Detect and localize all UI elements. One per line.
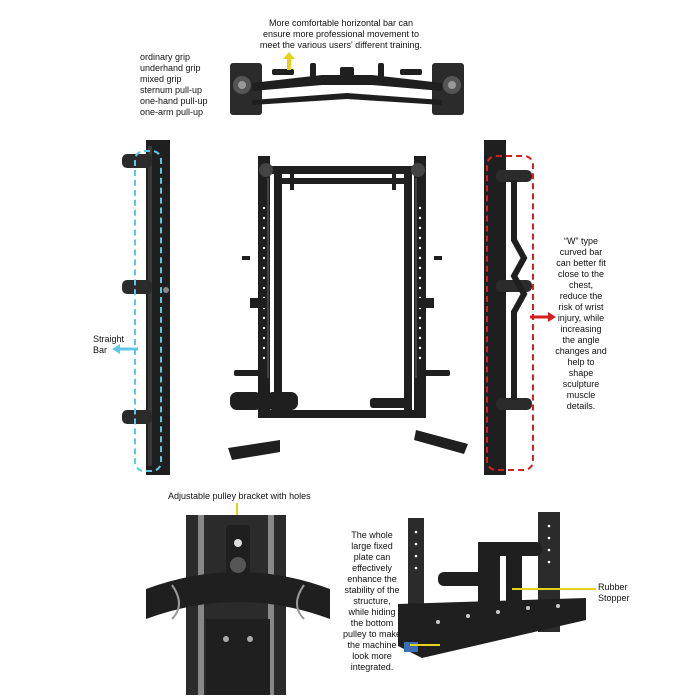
plate-label-line: the bottom [350,618,394,628]
fixed-plate-image [398,512,588,672]
power-rack-image [220,148,470,466]
w-bar-label-line: details. [566,401,596,411]
w-bar-label-line: changes and [555,346,607,356]
plate-label-line: plate can [353,552,391,562]
plate-label: The whole large fixed plate can effectiv… [332,530,412,673]
grip-item: ordinary grip [140,52,191,62]
plate-label-line: large fixed [351,541,393,551]
w-bar-label-line: muscle [566,390,596,400]
up-arrow-icon [283,52,295,70]
plate-arrow-icon [410,643,440,647]
plate-label-line: look more [352,651,392,661]
plate-label-line: enhance the [347,574,397,584]
w-bar-label-line: “W” type [563,236,598,246]
w-bar-label-line: can better fit [556,258,606,268]
w-bar-label-line: close to the [557,269,605,279]
w-bar-label-line: curved bar [559,247,603,257]
grip-item: mixed grip [140,74,182,84]
stopper-arrow-icon [512,587,596,591]
plate-label-line: effectively [352,563,392,573]
grip-item: sternum pull-up [140,85,203,95]
straight-bar-label-line: Bar [93,345,108,355]
grip-item: underhand grip [140,63,201,73]
straight-bar-label-line: Straight [93,334,125,344]
pulley-bracket-image [146,515,330,695]
plate-label-line: pulley to make [342,629,402,639]
w-bar-label-line: chest, [568,280,593,290]
stopper-label-line: Rubber [598,582,628,592]
w-bar-label-line: the angle [562,335,600,345]
stopper-label-line: Stopper [598,593,630,603]
top-caption-line: meet the various users' different traini… [259,40,423,50]
w-bar-label-line: shape [568,368,594,378]
top-caption: More comfortable horizontal bar can ensu… [236,18,446,51]
w-bar-label: “W” type curved bar can better fit close… [548,236,614,412]
plate-label-line: stability of the [344,585,400,595]
w-bar-label-line: risk of wrist [558,302,604,312]
stopper-label: Rubber Stopper [598,582,630,604]
grip-list: ordinary grip underhand grip mixed grip … [140,52,208,118]
plate-label-line: while hiding [348,607,396,617]
plate-label-line: integrated. [350,662,394,672]
w-bar-label-line: reduce the [559,291,603,301]
straight-bar-image [118,140,183,475]
plate-label-line: The whole [351,530,393,540]
straight-bar-label: Straight Bar [93,334,124,356]
w-bar-highlight [486,155,534,471]
w-bar-label-line: sculpture [562,379,600,389]
w-bar-label-line: help to [567,357,595,367]
plate-label-line: the machine [347,640,397,650]
plate-label-line: structure, [353,596,391,606]
w-bar-image [478,140,548,475]
w-bar-label-line: injury, while [557,313,605,323]
w-bar-label-line: increasing [560,324,602,334]
top-caption-line: More comfortable horizontal bar can [268,18,414,28]
right-arrow-icon [530,312,556,322]
pullup-bar-image [222,45,472,130]
straight-bar-highlight [134,150,162,472]
grip-item: one-hand pull-up [140,96,208,106]
top-caption-line: ensure more professional movement to [262,29,420,39]
grip-item: one-arm pull-up [140,107,204,117]
left-arrow-icon [112,344,138,354]
pulley-caption: Adjustable pulley bracket with holes [168,491,311,501]
